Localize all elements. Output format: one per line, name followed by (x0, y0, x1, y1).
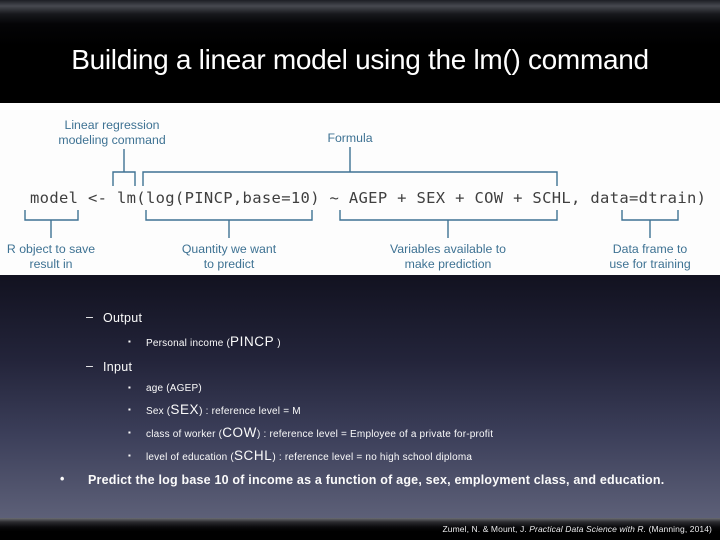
callout-variables-line2: make prediction (405, 257, 492, 271)
text-segment: ) (274, 338, 281, 349)
code-term-cow: COW (222, 425, 257, 440)
text-segment: ) : reference level = no high school dip… (272, 452, 473, 463)
square-bullet-icon: ▪ (128, 337, 131, 346)
slide-header-band: Building a linear model using the lm() c… (0, 0, 720, 103)
text-segment: Personal income ( (146, 338, 230, 349)
text-segment: class of worker ( (146, 429, 223, 440)
citation-authors: Zumel, N. & Mount, J. (442, 524, 530, 534)
bullet-text: class of worker (COW) : reference level … (146, 425, 494, 440)
bullet-content-area: – Output ▪ Personal income (PINCP ) – In… (0, 275, 720, 518)
bracket-quantity (145, 210, 313, 221)
callout-quantity-line1: Quantity we want (182, 242, 277, 256)
code-term-schl: SCHL (233, 448, 273, 463)
callout-dataframe-line1: Data frame to (613, 242, 688, 256)
code-term-sex: SEX (170, 402, 200, 417)
bracket-lm (112, 171, 136, 186)
diagram-svg: Linear regression modeling command Formu… (7, 118, 706, 271)
callout-robject-line2: result in (29, 257, 72, 271)
bullet-text: age (AGEP) (146, 383, 202, 394)
lm-command-annotated-diagram: Linear regression modeling command Formu… (0, 103, 720, 275)
callout-quantity-line2: to predict (204, 257, 255, 271)
bullet-text: level of education (SCHL) : reference le… (146, 448, 473, 463)
bracket-formula (142, 171, 558, 186)
text-segment: Input (103, 360, 133, 374)
callout-lm-label-line2: modeling command (58, 133, 165, 147)
dash-bullet-icon: – (86, 359, 93, 373)
code-term-pincp: PINCP (230, 334, 275, 349)
citation-publisher: (Manning, 2014) (646, 524, 712, 534)
callout-formula-label: Formula (327, 131, 372, 145)
citation: Zumel, N. & Mount, J. Practical Data Sci… (443, 524, 713, 534)
bracket-variables (339, 210, 558, 221)
round-bullet-icon: • (60, 472, 65, 486)
text-segment: ) : reference level = Employee of a priv… (257, 429, 494, 440)
dash-bullet-icon: – (86, 310, 93, 324)
text-segment: Output (103, 311, 143, 325)
bullet-text: Output (103, 311, 142, 325)
text-segment: ) : reference level = M (199, 406, 301, 417)
square-bullet-icon: ▪ (128, 451, 131, 460)
callout-robject-line1: R object to save (7, 242, 95, 256)
callout-lm-label-line1: Linear regression (64, 118, 159, 132)
bullet-text: Input (103, 360, 132, 374)
citation-book-title: Practical Data Science with R. (529, 524, 647, 534)
text-segment: level of education ( (146, 452, 234, 463)
bullet-text: Predict the log base 10 of income as a f… (88, 473, 664, 487)
bullet-text: Personal income (PINCP ) (146, 334, 281, 349)
bracket-dataframe (621, 210, 679, 221)
slide-footer-band: Zumel, N. & Mount, J. Practical Data Sci… (0, 518, 720, 540)
text-segment: Sex ( (146, 406, 171, 417)
callout-dataframe-line2: use for training (609, 257, 691, 271)
bracket-model (24, 210, 79, 221)
r-code-line: model <- lm(log(PINCP,base=10) ~ AGEP + … (30, 189, 706, 207)
slide-title: Building a linear model using the lm() c… (71, 44, 649, 75)
square-bullet-icon: ▪ (128, 405, 131, 414)
text-segment: age (AGEP) (146, 383, 202, 394)
callout-variables-line1: Variables available to (390, 242, 506, 256)
square-bullet-icon: ▪ (128, 428, 131, 437)
square-bullet-icon: ▪ (128, 383, 131, 392)
bullet-text: Sex (SEX) : reference level = M (146, 402, 301, 417)
text-segment: Predict the log base 10 of income as a f… (88, 473, 665, 487)
